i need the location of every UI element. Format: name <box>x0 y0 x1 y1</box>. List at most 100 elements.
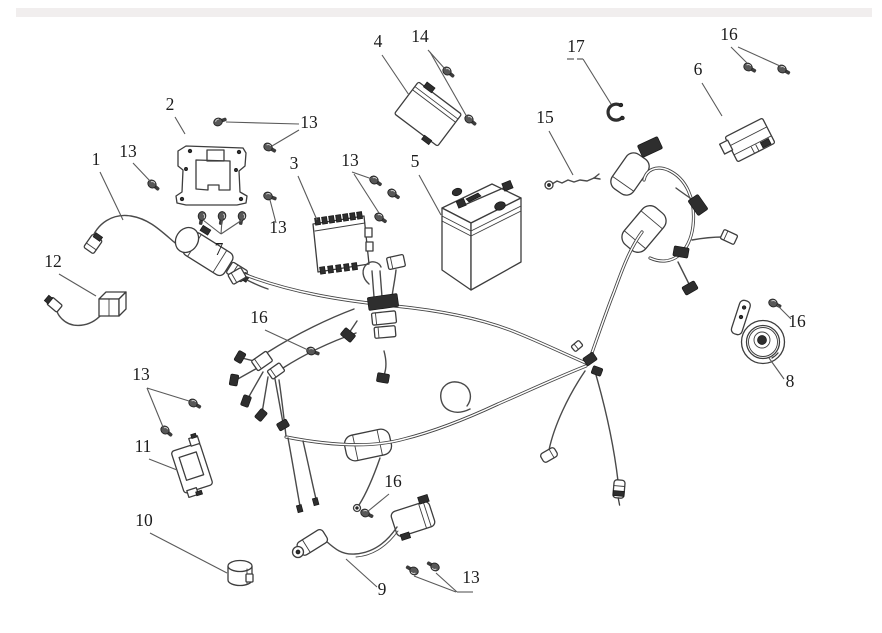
leader-line <box>174 116 186 135</box>
callout-label-6: 6 <box>694 59 703 79</box>
callout-10: 10 <box>135 510 228 574</box>
leader-line <box>351 171 373 180</box>
callout-label-14: 14 <box>411 26 429 46</box>
callout-12: 12 <box>44 251 97 297</box>
screw-fasteners <box>147 62 791 576</box>
harness-branch-wire <box>440 381 472 413</box>
callout-label-7: 7 <box>215 239 224 259</box>
harness-tube-core <box>587 231 643 365</box>
harness-branch-wire <box>274 378 284 424</box>
connector-housing-icon <box>386 253 406 271</box>
harness-branch-wire <box>287 437 301 507</box>
screw-icon <box>405 565 419 576</box>
harness-branch-wire <box>246 279 269 290</box>
screw-icon <box>263 142 277 153</box>
connector-housing-icon <box>570 340 584 352</box>
callout-8: 8 <box>768 357 795 391</box>
connector-plug-icon <box>340 327 356 343</box>
leader-line <box>271 129 300 147</box>
screw-icon <box>213 117 227 127</box>
callout-label-13e: 13 <box>132 364 150 384</box>
leader-line <box>768 357 785 380</box>
scan-artifact-band <box>16 8 872 17</box>
callout-label-11: 11 <box>135 436 152 456</box>
harness-trunk-lines <box>236 166 696 447</box>
part-10-cap-illustration <box>227 559 254 587</box>
screw-icon <box>263 191 277 201</box>
callout-13d: 13 <box>269 199 287 237</box>
callout-label-16c: 16 <box>250 307 268 327</box>
harness-boot-upper-a <box>610 152 650 196</box>
connector-plug-icon <box>688 194 708 216</box>
leader-line <box>548 130 574 176</box>
screw-icon <box>387 188 400 200</box>
part-9-coil-plug-cap-illustration <box>291 493 436 559</box>
connector-plug-icon <box>233 350 247 364</box>
leader-line <box>345 558 378 588</box>
part-17-clip-illustration <box>567 58 625 122</box>
callout-16c: 16 <box>250 307 309 351</box>
leader-line <box>148 458 178 471</box>
callout-label-4: 4 <box>374 31 383 51</box>
harness-branch-wire <box>267 308 355 353</box>
callout-label-15: 15 <box>536 107 554 127</box>
callout-9: 9 <box>345 558 387 599</box>
callout-4: 4 <box>374 31 410 96</box>
leader-line <box>146 387 164 428</box>
harness-tube-outline <box>284 364 588 447</box>
screw-icon <box>768 298 782 308</box>
leader-line <box>429 51 468 118</box>
connector-plug-icon <box>591 365 603 377</box>
harness-tube-core <box>285 365 587 446</box>
screw-icon <box>743 62 757 73</box>
harness-branch-wire <box>371 270 375 298</box>
callout-label-13b: 13 <box>300 112 318 132</box>
harness-branch-wire <box>379 270 383 298</box>
connector-plug-icon <box>376 372 390 384</box>
harness-branch-wire <box>548 370 586 451</box>
connector-plug-icon <box>637 136 663 158</box>
connector-plug-icon <box>240 394 252 408</box>
harness-branch-wire <box>261 376 269 414</box>
leader-line <box>264 329 309 351</box>
callout-label-16b: 16 <box>788 311 806 331</box>
connector-plug-icon <box>582 352 598 366</box>
callout-16a: 16 <box>720 24 781 67</box>
harness-branch-wire <box>362 261 382 285</box>
screw-icon <box>777 64 791 75</box>
leader-line <box>582 58 612 105</box>
leader-line <box>381 54 410 96</box>
screw-icon <box>147 179 160 191</box>
connector-housing-icon <box>227 267 247 285</box>
callout-label-16a: 16 <box>720 24 738 44</box>
callout-13e: 13 <box>132 364 190 428</box>
part-8-horn-illustration <box>730 299 786 365</box>
leader-line <box>413 575 457 593</box>
connector-plug-icon <box>254 408 268 422</box>
callout-16b: 16 <box>776 304 806 331</box>
leader-line <box>132 162 151 182</box>
harness-connectors <box>227 136 739 432</box>
part-5-battery-illustration <box>441 179 522 291</box>
connector-housing-icon <box>719 229 739 245</box>
screw-icon <box>369 175 382 187</box>
callout-label-3: 3 <box>290 153 299 173</box>
harness-branch-wire <box>391 269 397 298</box>
connector-housing-icon <box>266 362 286 380</box>
screw-icon <box>160 425 173 437</box>
screw-icon <box>464 114 477 126</box>
callout-11: 11 <box>135 436 178 471</box>
callout-label-2: 2 <box>166 94 175 114</box>
callout-17: 17 <box>567 36 612 105</box>
part-6-module-illustration <box>718 118 776 162</box>
connector-plug-icon <box>367 293 399 311</box>
harness-branch-wire <box>278 379 287 437</box>
screw-icon <box>237 211 247 225</box>
harness-branch-wire <box>383 350 387 376</box>
harness-branch-wire <box>358 457 381 506</box>
leader-line <box>366 493 390 513</box>
screw-icon <box>360 508 374 518</box>
callout-13b: 13 <box>225 112 318 147</box>
